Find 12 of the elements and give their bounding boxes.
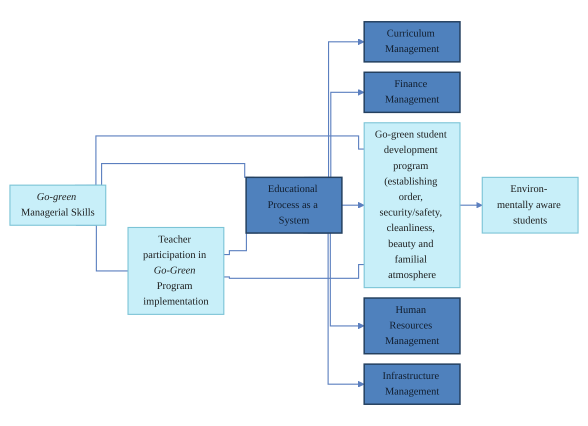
node-box: Human Resources Management	[363, 297, 461, 354]
node-box: Teacher participation in Go-Green Program implementation	[127, 226, 224, 315]
node-box: Educational Process as a System	[245, 176, 343, 234]
node-box: Go-green Managerial Skills	[9, 184, 106, 226]
node-box: Go-green student development program (establishing order, security/safety, cleanliness, beauty and familial atmosphere	[364, 122, 461, 288]
arrow	[460, 202, 483, 208]
arrow	[342, 202, 364, 208]
node-box: Infrastructure Management	[363, 363, 461, 405]
node-box: Curriculum Management	[363, 21, 461, 63]
connector	[224, 264, 364, 279]
node-box: Environ- mentally aware students	[482, 176, 579, 234]
node-box: Finance Management	[363, 72, 461, 114]
